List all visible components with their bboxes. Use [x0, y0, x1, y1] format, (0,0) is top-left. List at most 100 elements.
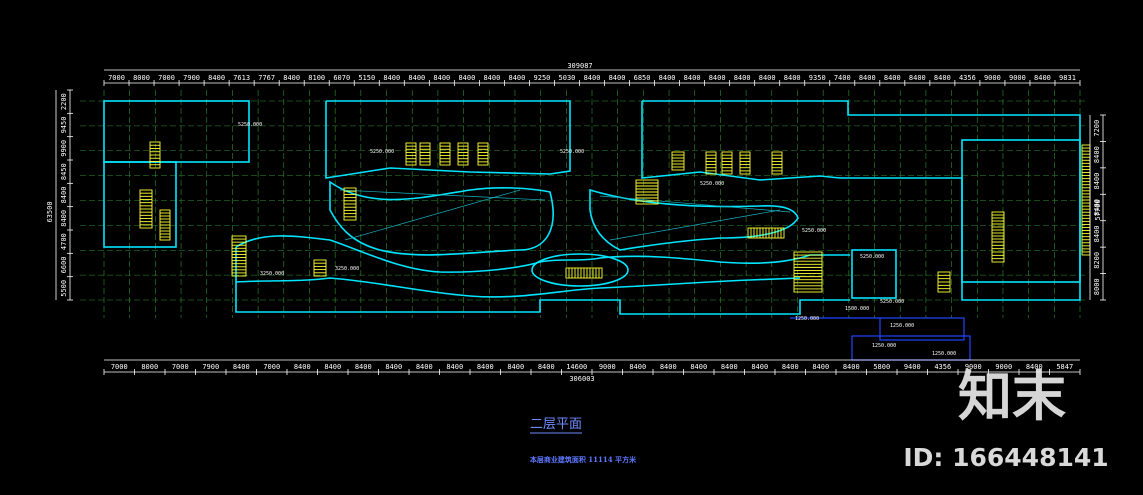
dimension-value: 8000 — [141, 363, 158, 371]
dimension-value: 8400 — [324, 363, 341, 371]
dimension-value: 5150 — [358, 74, 375, 82]
dimension-value: 9000 — [1009, 74, 1026, 82]
stair-block — [771, 151, 783, 175]
watermark-id: ID: 166448141 — [903, 443, 1108, 472]
axis-grid — [80, 90, 1085, 318]
dimension-value: 7767 — [258, 74, 275, 82]
dimension-value: 8400 — [721, 363, 738, 371]
dimension-value: 9400 — [904, 363, 921, 371]
stair-block — [405, 142, 417, 166]
elevation-mark: 5250.000 — [880, 299, 904, 305]
elevation-mark: 5250.000 — [370, 149, 394, 155]
dimension-value: 7200 — [1093, 120, 1101, 137]
building-walls — [103, 100, 1081, 315]
dimension-value: 9000 — [599, 363, 616, 371]
dimension-value: 7000 — [158, 74, 175, 82]
drawing-title: 二层平面 — [530, 417, 582, 432]
elevation-mark: 1250.000 — [890, 323, 914, 329]
dimension-value: 9350 — [809, 74, 826, 82]
dimension-value: 7900 — [183, 74, 200, 82]
overall-depth-right: 57700 — [1094, 199, 1102, 220]
elevation-mark: 1250.000 — [932, 351, 956, 357]
dimension-value: 8400 — [477, 363, 494, 371]
overall-depth-left: 63500 — [46, 201, 54, 222]
dimension-value: 8400 — [690, 363, 707, 371]
dimension-value: 8400 — [734, 74, 751, 82]
dimension-value: 8400 — [483, 74, 500, 82]
dimension-value: 2200 — [60, 93, 68, 110]
dimension-value: 8400 — [629, 363, 646, 371]
dimension-value: 8400 — [208, 74, 225, 82]
dimension-value: 8400 — [751, 363, 768, 371]
stair-block — [477, 142, 489, 166]
dimension-value: 7000 — [263, 363, 280, 371]
dimension-value: 8400 — [385, 363, 402, 371]
dimension-value: 8400 — [609, 74, 626, 82]
dimension-value: 8400 — [709, 74, 726, 82]
dimension-value: 9900 — [60, 140, 68, 157]
dimension-value: 5847 — [1056, 363, 1073, 371]
dimension-value: 8400 — [446, 363, 463, 371]
dimension-value: 8400 — [355, 363, 372, 371]
dimension-value: 8400 — [1026, 363, 1043, 371]
stair-block — [231, 235, 247, 277]
south-outer-wall — [235, 247, 850, 315]
east-stair-core — [851, 249, 897, 299]
dimension-value: 8400 — [508, 74, 525, 82]
dimension-value: 7000 — [172, 363, 189, 371]
dimension-value: 9000 — [984, 74, 1001, 82]
dimension-value: 8400 — [383, 74, 400, 82]
dimension-value: 9250 — [534, 74, 551, 82]
stair-block — [313, 259, 327, 277]
atrium-diagonals — [339, 189, 791, 241]
stair-block — [793, 251, 823, 293]
dimension-value: 6850 — [634, 74, 651, 82]
dimension-value: 8400 — [759, 74, 776, 82]
dimension-value: 9000 — [965, 363, 982, 371]
stair-block — [721, 151, 733, 175]
stair-block — [419, 142, 431, 166]
stairs-and-escalators — [139, 141, 1091, 293]
elevation-mark: 5250.000 — [238, 122, 262, 128]
dimension-value: 8400 — [60, 187, 68, 204]
dimension-value: 8400 — [433, 74, 450, 82]
elevation-mark: 5250.000 — [700, 181, 724, 187]
stair-block — [705, 151, 717, 175]
dimension-value: 8400 — [584, 74, 601, 82]
south-gallery-edge-2 — [235, 277, 801, 298]
overall-width-bottom: 306003 — [569, 375, 594, 383]
dimension-value: 8400 — [784, 74, 801, 82]
dimension-value: 8000 — [1093, 278, 1101, 295]
elevation-mark: 5250.000 — [860, 254, 884, 260]
dimension-value: 7900 — [202, 363, 219, 371]
west-core-tower — [103, 161, 177, 248]
dimension-value: 8400 — [909, 74, 926, 82]
east-core-block — [961, 139, 1081, 283]
dimension-value: 8450 — [60, 163, 68, 180]
dimension-value: 5030 — [559, 74, 576, 82]
dimension-value: 7400 — [834, 74, 851, 82]
watermark-logo: 知末 — [958, 365, 1066, 428]
elevation-mark: 3250.000 — [260, 271, 284, 277]
atrium-west — [329, 180, 554, 256]
dimension-value: 14600 — [566, 363, 587, 371]
dimension-value: 8100 — [308, 74, 325, 82]
dimension-value: 4356 — [959, 74, 976, 82]
dimension-value: 8400 — [507, 363, 524, 371]
dimension-value: 7000 — [108, 74, 125, 82]
central-void — [531, 253, 629, 287]
dimension-value: 8400 — [233, 363, 250, 371]
dimension-value: 8400 — [859, 74, 876, 82]
middle-north-block — [325, 100, 571, 179]
elevation-mark: 5250.000 — [560, 149, 584, 155]
dimension-value: 8400 — [60, 210, 68, 227]
dimension-value: 8400 — [538, 363, 555, 371]
dimension-value: 9450 — [60, 117, 68, 134]
dimension-value: 8400 — [408, 74, 425, 82]
dimension-value: 8400 — [458, 74, 475, 82]
dimension-value: 5500 — [60, 280, 68, 297]
elevation-mark: 3250.000 — [335, 266, 359, 272]
dimension-value: 8400 — [1093, 199, 1101, 216]
dimension-value: 8000 — [133, 74, 150, 82]
elevation-mark: 1250.000 — [872, 343, 896, 349]
